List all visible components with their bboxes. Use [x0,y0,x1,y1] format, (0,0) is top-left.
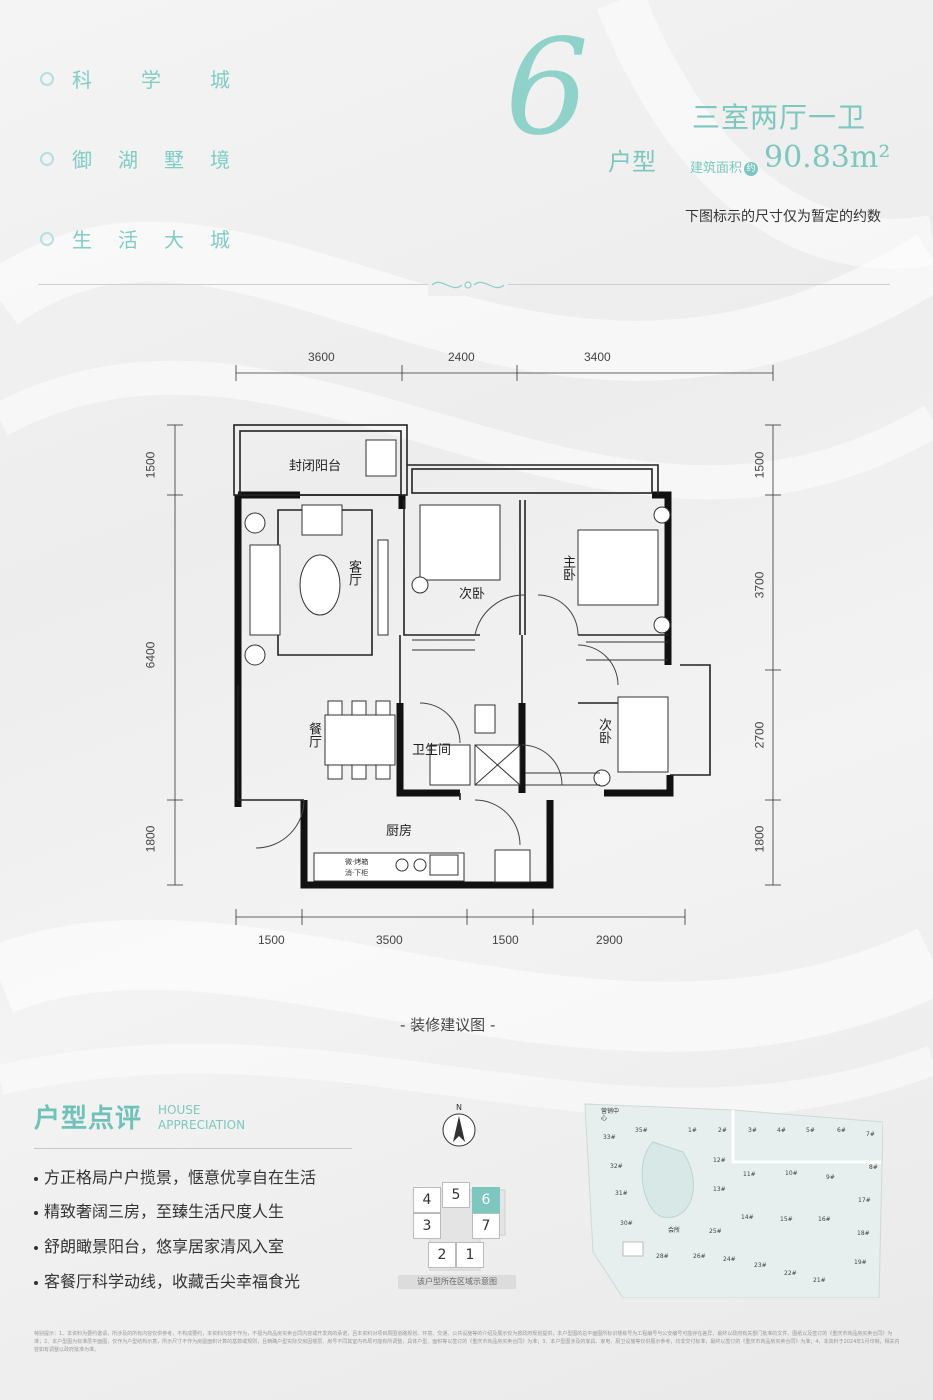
review-divider [34,1148,352,1149]
block-4: 4 [413,1187,441,1213]
room-living: 客厅 [346,560,361,586]
ornament-icon [428,274,508,296]
dim-bottom-3: 1500 [492,933,519,947]
unit-layout: 三室两厅一卫 [692,101,867,134]
dimension-note: 下图标示的尺寸仅为暂定的约数 [685,209,881,225]
dim-left-1: 1500 [143,451,158,479]
review-point-1: 方正格局户户揽景，惬意优享自在生活 [34,1164,316,1188]
room-bath: 卫生间 [412,743,452,758]
site-building: 5# [806,1127,815,1134]
dim-left-2: 6400 [143,641,158,669]
site-building: 4# [777,1127,786,1134]
site-sales: 营销中心 [601,1108,620,1122]
disclaimer: 特别提示：1、本资料为要约邀请，所涉及的所有内容仅供参考，不构成要约，本资料内容… [34,1331,900,1353]
room-balcony: 封闭阳台 [289,459,342,474]
block-5: 5 [442,1182,470,1208]
dim-right-2: 3700 [752,571,767,599]
room-dining: 餐厅 [306,722,321,748]
site-building: 22# [784,1270,797,1277]
site-building: 7# [866,1131,875,1138]
site-building: 23# [754,1262,767,1269]
floor-plan [167,365,781,925]
site-building: 1# [688,1127,697,1134]
site-building: 28# [656,1253,669,1260]
dim-top-3: 3400 [584,350,611,364]
circle-bullet-icon [40,231,54,246]
unit-type-suffix: 户型 [608,148,656,176]
site-building: 9# [826,1174,835,1181]
site-building: 32# [610,1163,623,1170]
site-plan [584,1103,883,1298]
site-club: 会所 [668,1227,681,1234]
tagline-2: 御 湖 墅 境 [40,144,232,173]
block-2: 2 [428,1242,456,1268]
dim-right-4: 1800 [752,825,767,853]
site-building: 8# [869,1164,878,1171]
tagline-3: 生 活 大 城 [40,224,232,253]
dim-left-3: 1800 [143,825,158,853]
dim-bottom-1: 1500 [258,933,285,947]
dim-bottom-4: 2900 [596,933,623,947]
dim-top-1: 3600 [308,350,335,364]
kitchen-appliance: 微·烤箱 [345,858,369,866]
site-building: 19# [854,1259,867,1266]
site-building: 14# [741,1214,754,1221]
block-caption: 该户型所在区域示意图 [398,1275,516,1289]
dim-right-3: 2700 [752,721,767,749]
area-value: 90.83m² [764,140,891,175]
site-building: 26# [693,1253,706,1260]
block-7: 7 [472,1213,500,1239]
site-building: 30# [620,1220,633,1227]
site-building: 31# [615,1190,628,1197]
site-building: 6# [837,1127,846,1134]
circle-bullet-icon [40,71,54,86]
site-building: 12# [713,1157,726,1164]
review-point-4: 客餐厅科学动线，收藏舌尖幸福食光 [34,1268,300,1292]
site-building: 2# [718,1127,727,1134]
room-master-bed: 主卧 [560,555,575,581]
site-building: 33# [603,1134,616,1141]
compass-icon: N [441,1103,477,1152]
plan-caption: - 装修建议图 - [400,1016,496,1034]
site-building: 11# [743,1171,756,1178]
tagline-1: 科 学 城 [40,64,232,93]
dim-right-1: 1500 [752,451,767,479]
review-title: 户型点评 [34,1104,143,1134]
kitchen-appliance-2: 消·下柜 [345,869,369,877]
site-building: 15# [780,1216,793,1223]
dim-bottom-2: 3500 [376,933,403,947]
site-building: 17# [858,1197,871,1204]
room-second-bed-1: 次卧 [459,587,486,602]
review-point-2: 精致奢阔三房，至臻生活尺度人生 [34,1198,284,1222]
unit-type-number: 6 [505,11,589,165]
circle-bullet-icon [40,151,54,166]
block-1: 1 [456,1242,484,1268]
dim-top-2: 2400 [448,350,475,364]
room-kitchen: 厨房 [386,824,413,839]
site-building: 10# [785,1170,798,1177]
site-building: 24# [723,1256,736,1263]
site-building: 13# [713,1186,726,1193]
site-building: 3# [748,1127,757,1134]
site-building: 16# [818,1216,831,1223]
site-building: 21# [813,1277,826,1284]
site-building: 35# [635,1127,648,1134]
site-building: 18# [857,1230,870,1237]
review-point-3: 舒朗瞰景阳台，悠享居家清风入室 [34,1233,284,1257]
room-second-bed-2: 次卧 [596,718,611,744]
area-label: 建筑面积约 [690,157,759,176]
block-6-highlight: 6 [472,1187,500,1213]
approx-badge: 约 [744,161,759,176]
block-3: 3 [413,1213,441,1239]
site-building: 25# [709,1228,722,1235]
